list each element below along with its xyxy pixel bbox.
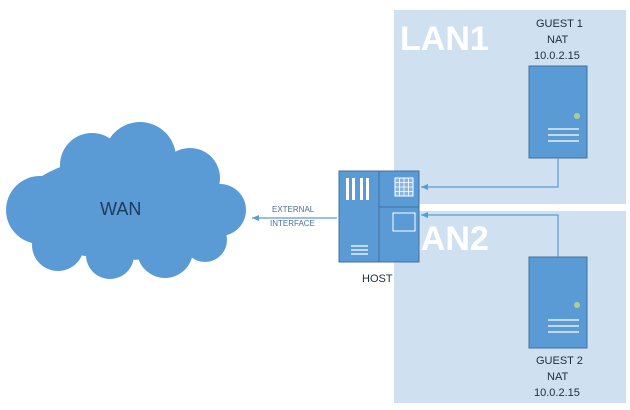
guest2-server-icon — [528, 256, 588, 349]
guest1-server-icon — [528, 65, 588, 159]
wan-label: WAN — [100, 199, 141, 219]
host-label: HOST — [362, 273, 393, 285]
guest2-link — [421, 212, 559, 257]
wan-cloud: WAN — [6, 122, 246, 279]
host-server-icon — [338, 170, 420, 263]
guest2-ip: 10.0.2.15 — [534, 387, 580, 399]
lan1-title: LAN1 — [400, 20, 489, 58]
guest1-ip: 10.0.2.15 — [534, 50, 580, 62]
guest1-mode: NAT — [547, 34, 568, 46]
guest2-mode: NAT — [547, 371, 568, 383]
guest1-name: GUEST 1 — [536, 18, 583, 30]
external-interface-label-line1: EXTERNAL — [272, 205, 315, 214]
external-interface-label-line2: INTERFACE — [270, 219, 315, 228]
guest2-name: GUEST 2 — [536, 355, 583, 367]
guest1-link — [421, 158, 559, 190]
